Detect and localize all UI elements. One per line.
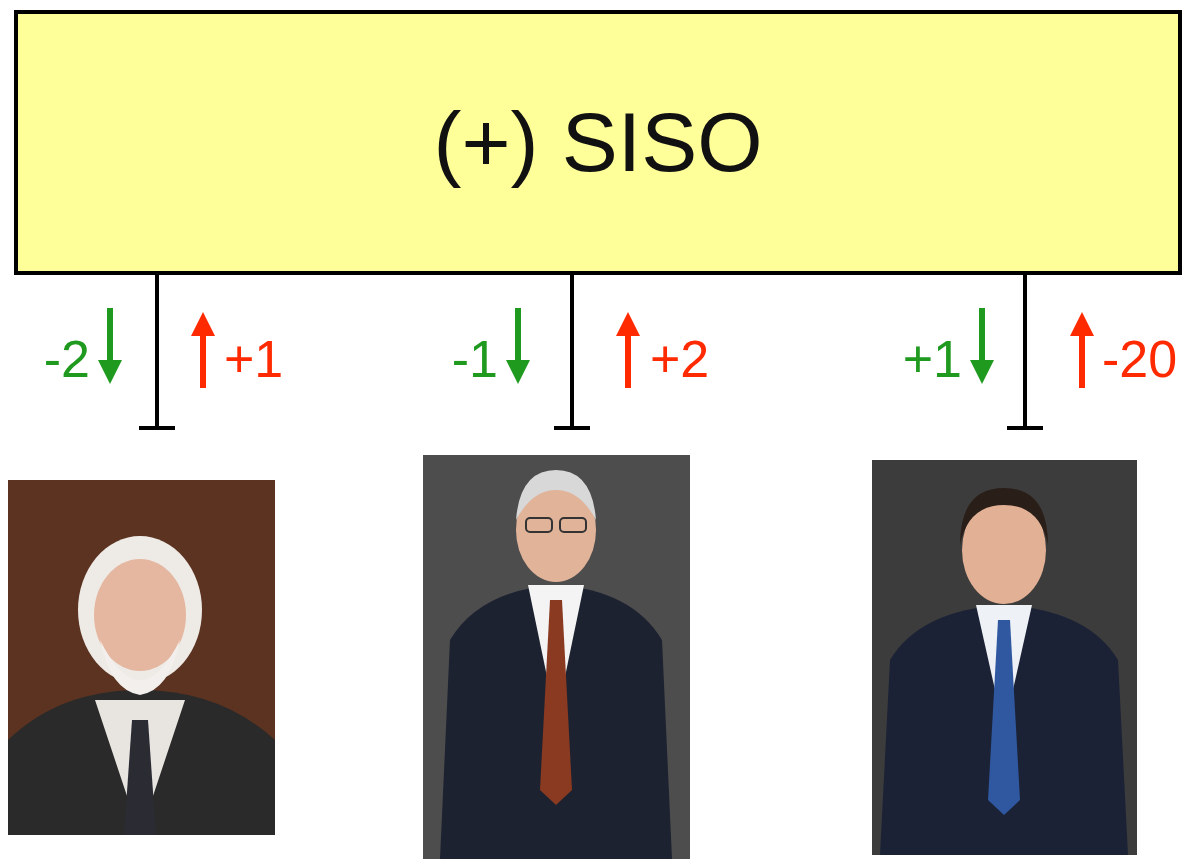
process-box: (+) SISO [14, 10, 1182, 275]
portrait-hair [960, 488, 1048, 545]
portrait-body [880, 605, 1128, 855]
up-arrow [200, 324, 206, 388]
portrait-tie [988, 620, 1020, 815]
portrait-background [423, 455, 690, 859]
value-label: +2 [650, 331, 709, 388]
portrait-hair [516, 470, 596, 520]
leader-line [1007, 275, 1043, 428]
portrait-tie [124, 720, 156, 835]
portrait-shirt [95, 700, 185, 835]
portrait-beard [100, 640, 180, 695]
up-arrow [1079, 324, 1085, 388]
value-label: -20 [1102, 331, 1177, 388]
value-label: -1 [452, 331, 498, 388]
value-label: -2 [44, 331, 90, 388]
down-arrow [107, 308, 113, 372]
portrait-hair [78, 536, 202, 684]
up-arrows [203, 324, 1082, 388]
portrait [423, 455, 690, 859]
portrait-glasses [560, 518, 586, 532]
portrait-tie [540, 600, 572, 805]
portrait-body [8, 690, 275, 835]
down-arrow [979, 308, 985, 372]
down-arrow [515, 308, 521, 372]
portrait-body [440, 585, 672, 859]
leader-line [139, 275, 175, 428]
portrait [8, 480, 275, 835]
portrait-background [8, 480, 275, 835]
leader-lines [139, 275, 1043, 428]
up-arrow [625, 324, 631, 388]
value-label: +1 [224, 331, 283, 388]
portrait-background [872, 460, 1137, 855]
value-label: +1 [903, 331, 962, 388]
portrait-glasses [526, 518, 552, 532]
box-title: (+) SISO [433, 96, 762, 188]
leader-line [554, 275, 590, 428]
portrait [872, 460, 1137, 855]
